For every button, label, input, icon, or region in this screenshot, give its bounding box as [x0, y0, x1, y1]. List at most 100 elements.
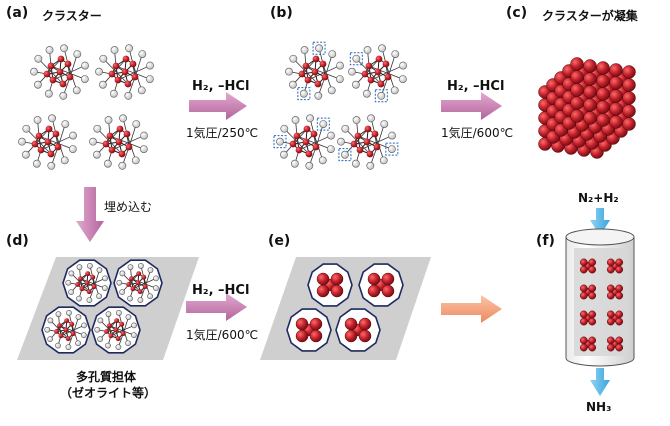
ru-atom [570, 109, 584, 123]
ru-atom [583, 85, 597, 99]
ru-atom [312, 143, 320, 151]
b-to-c-condition: 1気圧/600℃ [441, 126, 514, 140]
panel-c-caption: クラスターが凝集 [542, 9, 638, 23]
ru-particle [316, 272, 344, 298]
ligand-atom [47, 317, 54, 324]
ligand-atom [68, 270, 75, 277]
support-caption-note: （ゼオライト等） [60, 386, 157, 400]
ligand-atom [280, 124, 289, 133]
ru-atom [135, 280, 141, 286]
ligand-atom [118, 161, 127, 170]
panel-c-label: (c) [506, 5, 528, 21]
ligand-atom [81, 322, 87, 329]
ligand-atom [291, 116, 300, 124]
ligand-atom [336, 61, 344, 70]
feed-arrow [590, 208, 610, 236]
ru-atom [102, 140, 110, 148]
ru-cluster [94, 310, 137, 351]
ru-atom [622, 78, 636, 92]
ru-atom [579, 336, 588, 345]
ru-atom [384, 73, 392, 81]
ru-atom [367, 284, 381, 298]
ru-atom [588, 291, 597, 300]
ligand-atom [137, 86, 146, 95]
ligand-atom [399, 61, 407, 70]
arrow-e-to-f [441, 295, 502, 323]
ru-atom [49, 76, 57, 84]
ru-atom [344, 317, 358, 331]
ru-atom [120, 331, 126, 337]
ligand-atom [55, 311, 62, 318]
ru-atom [59, 80, 67, 88]
ligand-atom [289, 80, 297, 89]
ru-atom [79, 286, 85, 292]
ligand-atom [55, 342, 61, 349]
ligand-atom [124, 91, 133, 100]
ru-cluster [285, 41, 344, 101]
ligand-atom [119, 289, 125, 296]
removed-ligand-box [374, 89, 388, 103]
ru-atom [609, 102, 623, 116]
removed-ligand-box [316, 117, 330, 131]
ru-atom [596, 100, 610, 114]
ligand-atom [145, 75, 154, 83]
ligand-atom [280, 150, 288, 159]
ligand-atom [352, 54, 361, 63]
ru-particle [367, 272, 395, 298]
ru-atom [47, 62, 55, 70]
ligand-atom [97, 317, 104, 324]
ru-atom [588, 284, 597, 293]
ru-atom [570, 70, 584, 84]
arrow-d-to-e [186, 293, 247, 321]
ru-atom [583, 111, 597, 125]
ligand-atom [69, 131, 77, 140]
ligand-atom [18, 137, 26, 146]
ligand-atom [109, 89, 118, 98]
ru-atom [606, 291, 615, 300]
ligand-atom [75, 314, 82, 320]
ru-atom [115, 138, 123, 146]
ligand-atom [285, 67, 293, 76]
ru-atom [129, 60, 137, 68]
ligand-atom [105, 342, 111, 349]
ru-atom [295, 317, 309, 331]
ru-atom [622, 91, 636, 105]
ligand-atom [30, 67, 38, 76]
ligand-atom [327, 131, 335, 140]
ru-atom [579, 284, 588, 293]
ru-atom [350, 140, 358, 148]
ru-atom [570, 83, 584, 97]
ru-atom [609, 89, 623, 103]
ligand-atom [101, 285, 108, 291]
ru-atom [293, 132, 301, 140]
ru-atom [596, 61, 610, 75]
ru-atom [86, 289, 92, 295]
ru-atom [57, 55, 65, 63]
arrow-a-to-d [76, 187, 104, 242]
ligand-atom [366, 161, 375, 170]
ru-atom [609, 63, 623, 77]
ru-atom [615, 317, 624, 326]
panel-d-label: (d) [6, 233, 29, 249]
ru-cluster [273, 114, 335, 170]
ligand-atom [33, 116, 42, 124]
ru-atom [615, 343, 624, 352]
ligand-atom [127, 264, 134, 271]
ligand-atom [105, 311, 112, 318]
ru-atom [64, 60, 72, 68]
ru-atom [106, 132, 114, 140]
ligand-atom [116, 279, 123, 286]
ligand-atom [32, 159, 41, 168]
ligand-atom [65, 279, 72, 286]
ru-atom [119, 321, 125, 327]
support-caption: 多孔質担体 [76, 370, 137, 384]
ru-atom [606, 310, 615, 319]
ru-particle [344, 317, 372, 343]
ligand-atom [96, 293, 102, 300]
ru-atom [54, 143, 62, 151]
ligand-atom [125, 314, 132, 320]
ru-atom [309, 329, 323, 343]
ru-atom [622, 65, 636, 79]
ru-atom [375, 55, 383, 63]
ru-atom [596, 113, 610, 127]
